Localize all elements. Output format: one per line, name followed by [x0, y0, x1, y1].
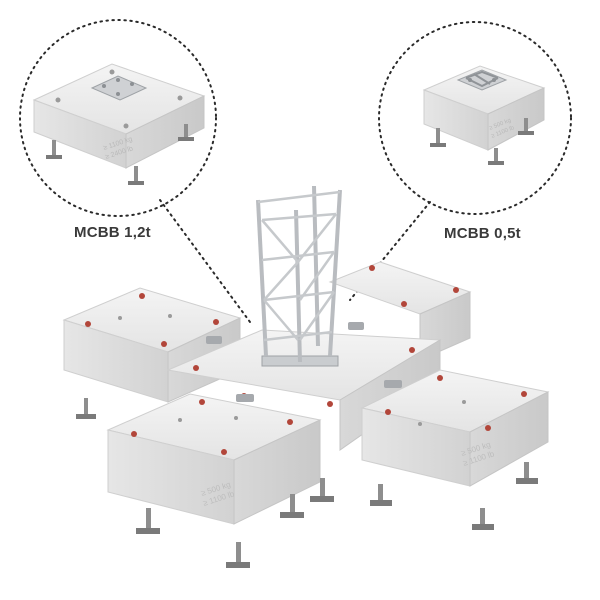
- mcbb-1-2t-label: MCBB 1,2t: [74, 224, 151, 241]
- block-clamps: [206, 322, 402, 402]
- callout-circle-left: [19, 19, 251, 323]
- mcbb-0-5t-label: MCBB 0,5t: [444, 225, 521, 242]
- mcbb-1-2t-block: ≥ 1100 kg ≥ 2400 lb: [32, 63, 206, 185]
- block-front-right: ≥ 500 kg ≥ 1100 lb: [360, 369, 550, 530]
- block-front-left: ≥ 500 kg ≥ 1100 lb: [106, 393, 334, 568]
- truss-tower: [256, 185, 342, 367]
- main-ballast-assembly: ≥ 500 kg ≥ 1100 lb ≥ 500 kg ≥ 1100 lb: [62, 185, 550, 568]
- mcbb-0-5t-block: ≥ 500 kg ≥ 1100 lb: [422, 65, 546, 165]
- callout-circle-right: [349, 21, 572, 301]
